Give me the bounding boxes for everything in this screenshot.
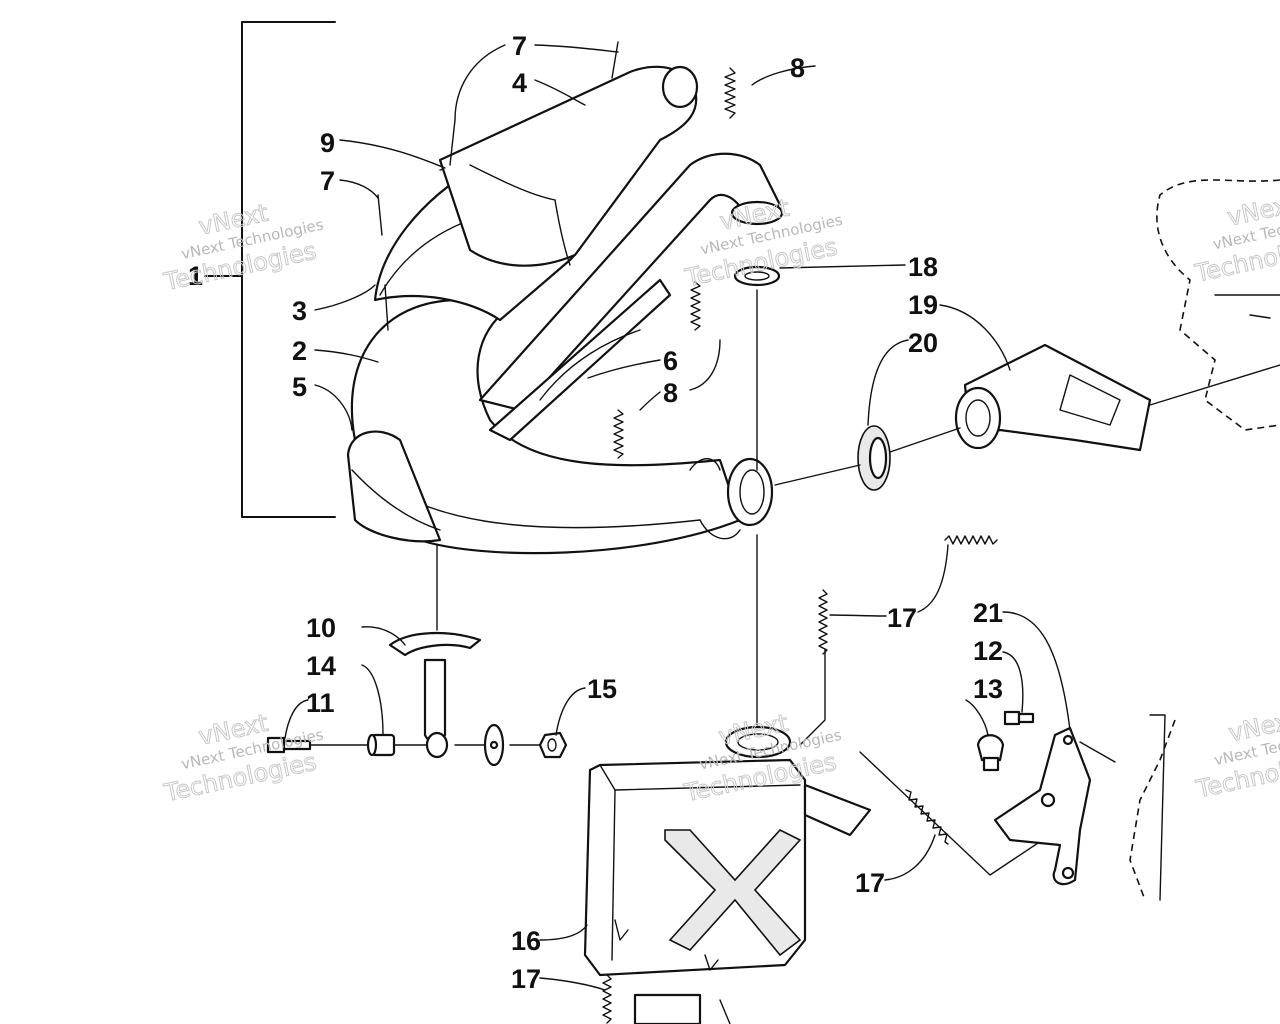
leader-lines [284,44,1071,991]
engine-outline [1129,179,1280,901]
spring-17-right [905,789,949,845]
spring-17-top [944,535,998,545]
callout-9: 9 [320,128,335,158]
callout-20: 20 [908,328,938,358]
callout-11: 11 [306,688,335,718]
washer [483,723,505,767]
callout-18: 18 [908,252,938,282]
callout-2: 2 [292,336,307,366]
assembly-bracket [204,21,336,518]
callout-8-top: 8 [790,53,805,83]
callout-labels: 1 2 3 4 5 6 7 7 8 8 9 10 11 12 13 14 15 … [188,31,1003,994]
spring-17-bottom [602,974,612,1024]
callout-16: 16 [511,926,541,956]
watermark-right-bottom: vNext vNext Technologies Technologies [1193,705,1280,804]
spacer-14 [366,733,396,757]
chain-links [377,41,619,331]
callout-21: 21 [973,598,1003,628]
spring-8-top [724,67,736,119]
callout-8-mid: 8 [663,378,678,408]
exhaust-manifold-19 [954,343,1152,452]
callout-4: 4 [512,68,527,98]
bolt-11 [266,736,312,754]
bolt-12 [1003,710,1035,726]
callout-12: 12 [973,636,1003,666]
callout-6: 6 [663,346,678,376]
spring-8-mid [690,281,701,331]
callout-7-top: 7 [512,31,527,61]
silencer-16 [583,725,872,1024]
watermark-left-bottom: vNext vNext Technologies Technologies [161,708,326,807]
center-lines [309,289,1280,876]
callout-13: 13 [973,674,1003,704]
callout-19: 19 [908,290,938,320]
callout-1: 1 [188,261,203,291]
callout-7-left: 7 [320,166,335,196]
watermark-center-bottom: vNext vNext Technologies Technologies [681,708,844,807]
nut-15 [538,731,568,759]
callout-17-right: 17 [855,868,885,898]
callout-17-top: 17 [887,603,917,633]
gasket-18 [733,265,781,287]
bracket-21 [993,726,1092,886]
callout-3: 3 [292,296,307,326]
spring-17-mid [818,589,828,655]
spring-8-low [613,409,624,459]
grommet-13 [976,734,1005,772]
watermark-left-top: vNext vNext Technologies Technologies [160,198,325,297]
callout-10: 10 [306,613,336,643]
watermark-right-top: vNext vNext Technologies Technologies [1191,189,1280,288]
callout-14: 14 [306,651,336,681]
bracket-10 [388,632,482,759]
exhaust-pipe-assembly [346,65,784,555]
callout-17-bottom: 17 [511,964,541,994]
seal-ring-20 [857,425,891,491]
callout-15: 15 [587,674,617,704]
callout-5: 5 [292,372,307,402]
